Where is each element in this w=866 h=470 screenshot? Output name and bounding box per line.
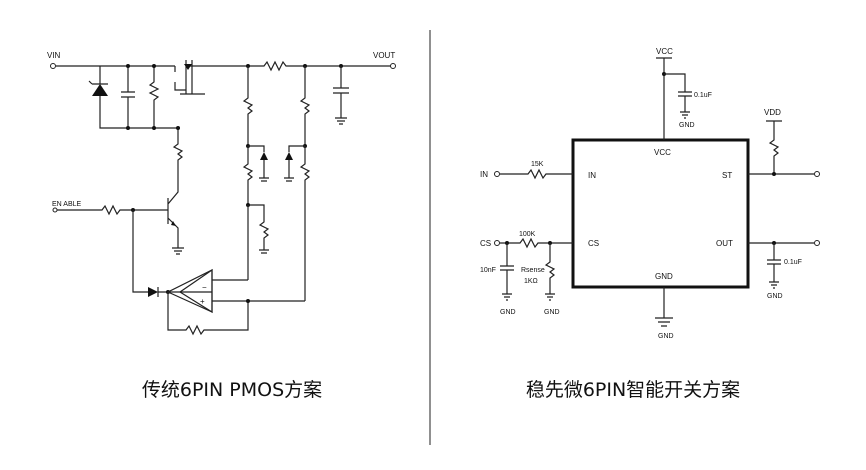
- pin-cs: CS: [588, 239, 599, 248]
- pin-out: OUT: [716, 239, 733, 248]
- rsense-gnd-label: GND: [544, 309, 560, 316]
- cs-resistor: [500, 237, 573, 249]
- zener-lead: [288, 145, 305, 152]
- vdd-label: VDD: [764, 108, 781, 117]
- comparator-minus: −: [202, 283, 207, 292]
- chip-ground: [655, 287, 673, 327]
- cs-label: CS: [480, 239, 491, 248]
- smart-switch-schematic: VCC IN CS ST OUT GND VCC 0.1uF GND IN 15…: [480, 47, 820, 340]
- vcc-label: VCC: [656, 47, 673, 56]
- divider-r2: [242, 146, 254, 205]
- vcc-capacitor: [664, 73, 692, 119]
- feedback-diode: [148, 287, 158, 297]
- cs-cap-label: 10nF: [480, 267, 496, 274]
- pin-vcc: VCC: [654, 148, 671, 157]
- junction: [152, 126, 156, 130]
- cs-resistor-label: 100K: [519, 231, 536, 238]
- zener-ground-2: [284, 160, 294, 182]
- zener-leads: [99, 66, 180, 129]
- pmos-arrow: [184, 64, 192, 70]
- divider-r3: [248, 204, 270, 254]
- left-caption: 传统6PIN PMOS方案: [142, 379, 322, 401]
- input-capacitor: [121, 66, 135, 128]
- divider-r1: [242, 66, 254, 146]
- right-caption: 稳先微6PIN智能开关方案: [526, 379, 740, 401]
- chip-gnd-label: GND: [658, 333, 674, 340]
- enable-feedback: [132, 210, 148, 293]
- enable-terminal: [52, 207, 58, 213]
- npn-ground: [172, 247, 184, 255]
- rsense-value: 1KΩ: [524, 278, 538, 285]
- cs-cap-gnd-label: GND: [500, 309, 516, 316]
- vcc-gnd-label: GND: [679, 122, 695, 129]
- pin-in: IN: [588, 171, 596, 180]
- in-resistor: [500, 168, 573, 180]
- vcc-cap-label: 0.1uF: [694, 92, 712, 99]
- comparator-inputs: [212, 279, 305, 302]
- divider-r5: [299, 146, 311, 301]
- junction: [246, 299, 250, 303]
- divider-zener: [260, 152, 268, 160]
- rsense-label: Rsense: [521, 267, 545, 274]
- cs-terminal: [494, 240, 500, 246]
- divider-zener-2: [285, 152, 293, 160]
- vout-terminal: [390, 63, 396, 69]
- vin-terminal: [50, 63, 56, 69]
- pmos-schematic: VIN VOUT EN ABLE: [47, 51, 396, 336]
- in-label: IN: [480, 170, 488, 179]
- pin-st: ST: [722, 171, 732, 180]
- junction: [772, 172, 776, 176]
- npn-transistor: [167, 190, 179, 248]
- input-resistor: [148, 66, 160, 128]
- out-capacitor: [767, 243, 781, 289]
- st-terminal: [814, 171, 820, 177]
- divider-r4: [299, 66, 311, 146]
- output-capacitor: [333, 66, 349, 125]
- in-resistor-label: 15K: [531, 161, 544, 168]
- junction: [176, 126, 180, 130]
- pullup-resistor: [766, 120, 782, 174]
- pin-gnd: GND: [655, 272, 673, 281]
- gate-resistor: [172, 128, 184, 190]
- comparator-body: [178, 268, 213, 314]
- zener-ground: [259, 160, 269, 182]
- zener-diode: [92, 84, 108, 96]
- comparator-plus: +: [200, 297, 205, 306]
- enable-resistor: [57, 204, 168, 216]
- out-cap-label: 0.1uF: [784, 259, 802, 266]
- hysteresis-resistor: [167, 292, 249, 336]
- npn-arrow: [171, 221, 176, 226]
- switch-ic: [571, 138, 750, 289]
- junction: [126, 126, 130, 130]
- out-terminal: [814, 240, 820, 246]
- vin-label: VIN: [47, 51, 61, 60]
- rsense-resistor: [544, 243, 556, 301]
- out-gnd-label: GND: [767, 293, 783, 300]
- junction: [152, 64, 156, 68]
- pmos-leads: [174, 65, 248, 91]
- junction: [126, 64, 130, 68]
- series-resistor: [248, 60, 391, 72]
- zener-bar: [88, 80, 108, 85]
- cs-capacitor: [500, 243, 514, 301]
- zener-lead: [248, 145, 265, 152]
- vout-label: VOUT: [373, 51, 395, 60]
- enable-label: EN ABLE: [52, 201, 82, 208]
- in-terminal: [494, 171, 500, 177]
- vcc-line: [656, 57, 672, 140]
